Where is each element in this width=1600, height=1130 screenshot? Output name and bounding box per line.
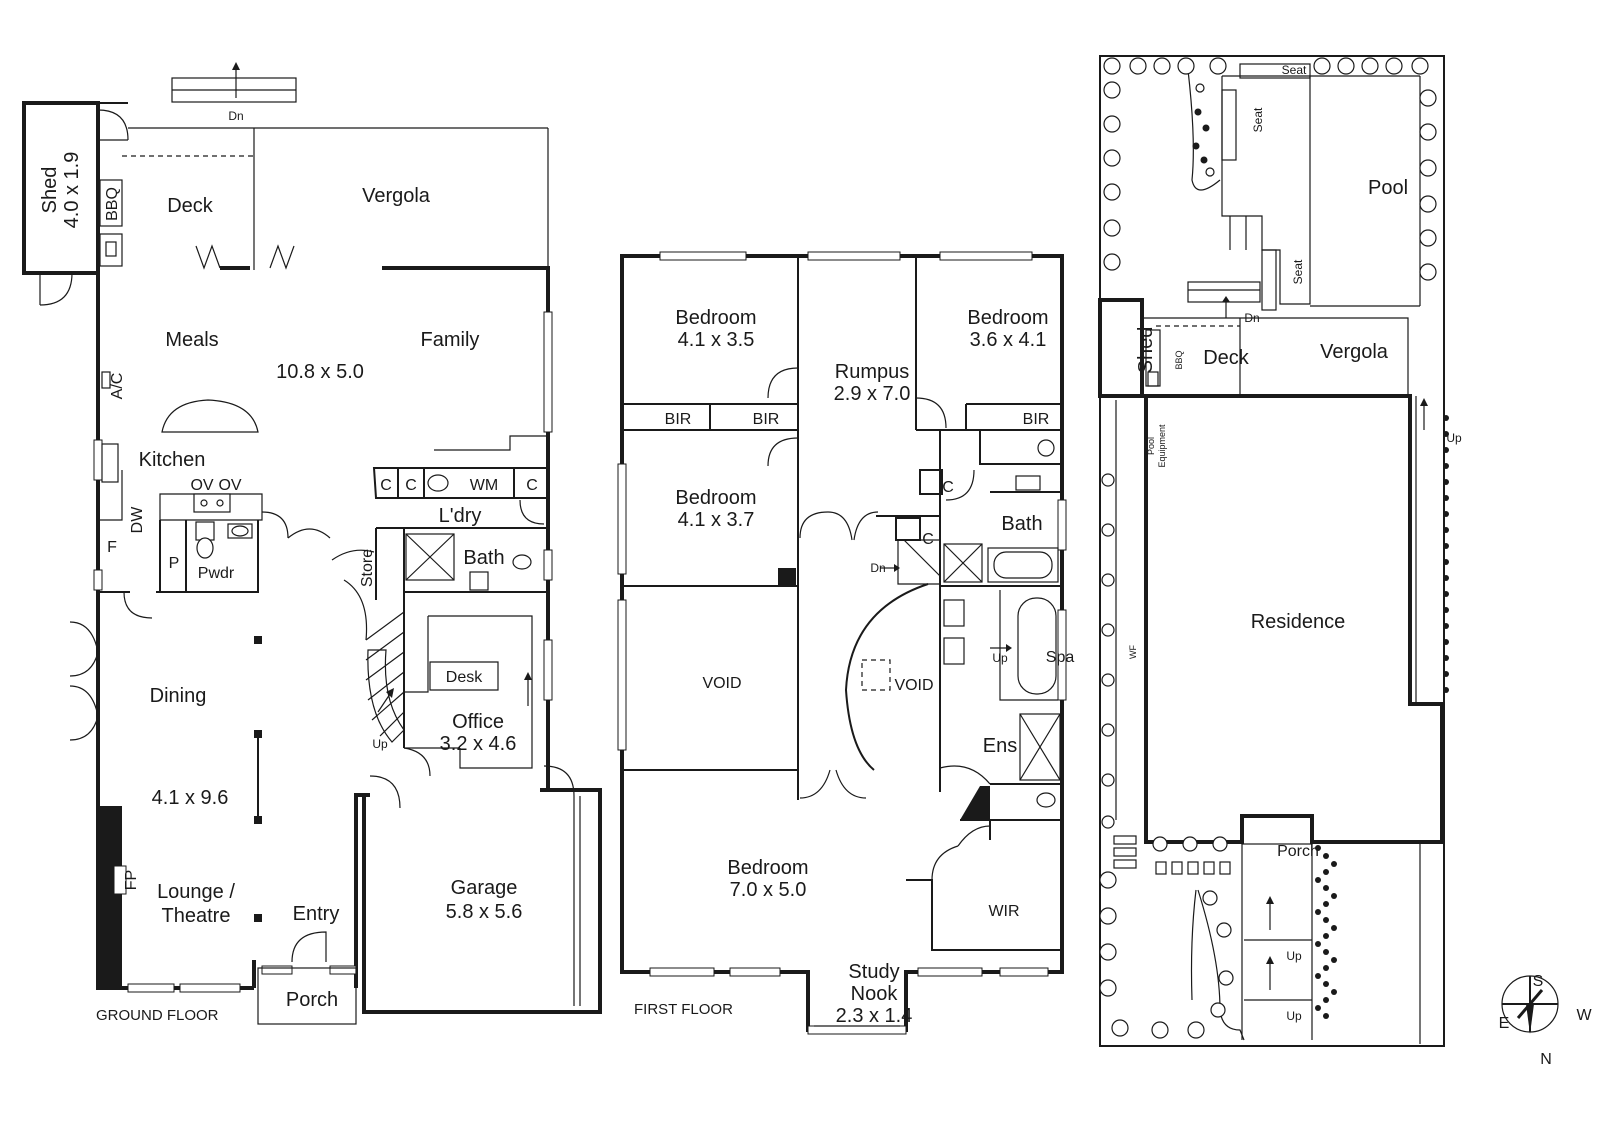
dishwasher-label: DW bbox=[129, 506, 146, 534]
stair-up-label: Up bbox=[372, 737, 388, 751]
site-plan bbox=[1098, 55, 1449, 1047]
shed-label: Shed bbox=[39, 167, 61, 214]
spa-up-label: Up bbox=[992, 651, 1008, 665]
pantry-label: P bbox=[169, 555, 180, 572]
rumpus-size: 2.9 x 7.0 bbox=[834, 383, 911, 405]
compass-rose bbox=[1501, 975, 1559, 1034]
site-vergola-label: Vergola bbox=[1320, 341, 1389, 363]
study-label-2: Nook bbox=[851, 983, 899, 1005]
deck-label: Deck bbox=[167, 195, 214, 217]
meals-family-size: 10.8 x 5.0 bbox=[276, 361, 364, 383]
cupboard-label-3: C bbox=[526, 477, 538, 494]
garage-size: 5.8 x 5.6 bbox=[446, 901, 523, 923]
site-porch-label: Porch bbox=[1277, 843, 1319, 860]
bedroom-1-size: 4.1 x 3.5 bbox=[678, 329, 755, 351]
bir-label-2: BIR bbox=[753, 411, 780, 428]
bedroom-3-label: Bedroom bbox=[675, 487, 756, 509]
seat-label-1: Seat bbox=[1282, 63, 1307, 77]
void-label-1: VOID bbox=[702, 675, 741, 692]
powder-label: Pwdr bbox=[198, 565, 235, 582]
garage-label: Garage bbox=[451, 877, 518, 899]
site-up-label-3: Up bbox=[1286, 1009, 1302, 1023]
site-deck-label: Deck bbox=[1203, 347, 1250, 369]
oven-label-1: OV bbox=[190, 477, 213, 494]
bedroom-2-size: 3.6 x 4.1 bbox=[970, 329, 1047, 351]
theatre-label: Theatre bbox=[162, 905, 231, 927]
study-label-1: Study bbox=[848, 961, 899, 983]
deck-down-label: Dn bbox=[228, 109, 243, 123]
pool-equipment-label-2: Equipment bbox=[1157, 424, 1167, 468]
wir-label: WIR bbox=[988, 903, 1019, 920]
meals-label: Meals bbox=[165, 329, 218, 351]
ground-floor-plan bbox=[22, 62, 602, 1025]
compass-south: S bbox=[1533, 973, 1544, 990]
rumpus-label: Rumpus bbox=[835, 361, 909, 383]
bir-label-1: BIR bbox=[665, 411, 692, 428]
ground-porch-label: Porch bbox=[286, 989, 338, 1011]
seat-label-2: Seat bbox=[1251, 107, 1265, 132]
store-label: Store bbox=[359, 549, 376, 587]
compass-east: E bbox=[1499, 1015, 1510, 1032]
pool-label: Pool bbox=[1368, 177, 1408, 199]
study-size: 2.3 x 1.4 bbox=[836, 1005, 913, 1027]
site-down-label: Dn bbox=[1244, 311, 1259, 325]
stair-down-label: Dn bbox=[870, 561, 885, 575]
wf-label: WF bbox=[1128, 645, 1138, 659]
first-cupboard-label-1: C bbox=[942, 479, 954, 496]
bedroom-3-size: 4.1 x 3.7 bbox=[678, 509, 755, 531]
compass-north: N bbox=[1540, 1051, 1552, 1068]
spa-label: Spa bbox=[1046, 649, 1075, 666]
cupboard-label-1: C bbox=[380, 477, 392, 494]
dining-label: Dining bbox=[150, 685, 207, 707]
residence-label: Residence bbox=[1251, 611, 1346, 633]
vergola-label: Vergola bbox=[362, 185, 431, 207]
site-up-label-2: Up bbox=[1286, 949, 1302, 963]
fireplace-label: FP bbox=[123, 870, 140, 890]
bedroom-2-label: Bedroom bbox=[967, 307, 1048, 329]
compass-west: W bbox=[1576, 1007, 1592, 1024]
oven-label-2: OV bbox=[218, 477, 241, 494]
seat-label-3: Seat bbox=[1291, 259, 1305, 284]
first-floor-caption: FIRST FLOOR bbox=[634, 1001, 733, 1018]
bir-label-3: BIR bbox=[1023, 411, 1050, 428]
lounge-label: Lounge / bbox=[157, 881, 235, 903]
office-size: 3.2 x 4.6 bbox=[440, 733, 517, 755]
ground-bath-label: Bath bbox=[463, 547, 504, 569]
trees bbox=[1099, 57, 1449, 1039]
desk-label: Desk bbox=[446, 669, 483, 686]
ac-label: A/C bbox=[109, 373, 126, 400]
site-shed-label: Shed bbox=[1135, 327, 1157, 374]
master-bedroom-label: Bedroom bbox=[727, 857, 808, 879]
pool-equipment-label-1: Pool bbox=[1146, 437, 1156, 455]
washing-machine-label: WM bbox=[470, 477, 498, 494]
office-label: Office bbox=[452, 711, 504, 733]
entry-label: Entry bbox=[293, 903, 340, 925]
ensuite-label: Ens bbox=[983, 735, 1017, 757]
dining-size: 4.1 x 9.6 bbox=[152, 787, 229, 809]
shed-size: 4.0 x 1.9 bbox=[61, 152, 83, 229]
first-cupboard-label-2: C bbox=[922, 531, 934, 548]
fridge-label: F bbox=[107, 539, 117, 556]
cupboard-label-2: C bbox=[405, 477, 417, 494]
bbq-label: BBQ bbox=[104, 187, 121, 221]
bedroom-1-label: Bedroom bbox=[675, 307, 756, 329]
site-up-label-1: Up bbox=[1446, 431, 1462, 445]
site-bbq-label: BBQ bbox=[1174, 350, 1184, 369]
kitchen-label: Kitchen bbox=[139, 449, 206, 471]
first-bath-label: Bath bbox=[1001, 513, 1042, 535]
ground-floor-caption: GROUND FLOOR bbox=[96, 1007, 219, 1024]
laundry-label: L'dry bbox=[439, 505, 482, 527]
first-floor-plan bbox=[617, 251, 1067, 1035]
master-bedroom-size: 7.0 x 5.0 bbox=[730, 879, 807, 901]
family-label: Family bbox=[421, 329, 480, 351]
void-label-2: VOID bbox=[894, 677, 933, 694]
